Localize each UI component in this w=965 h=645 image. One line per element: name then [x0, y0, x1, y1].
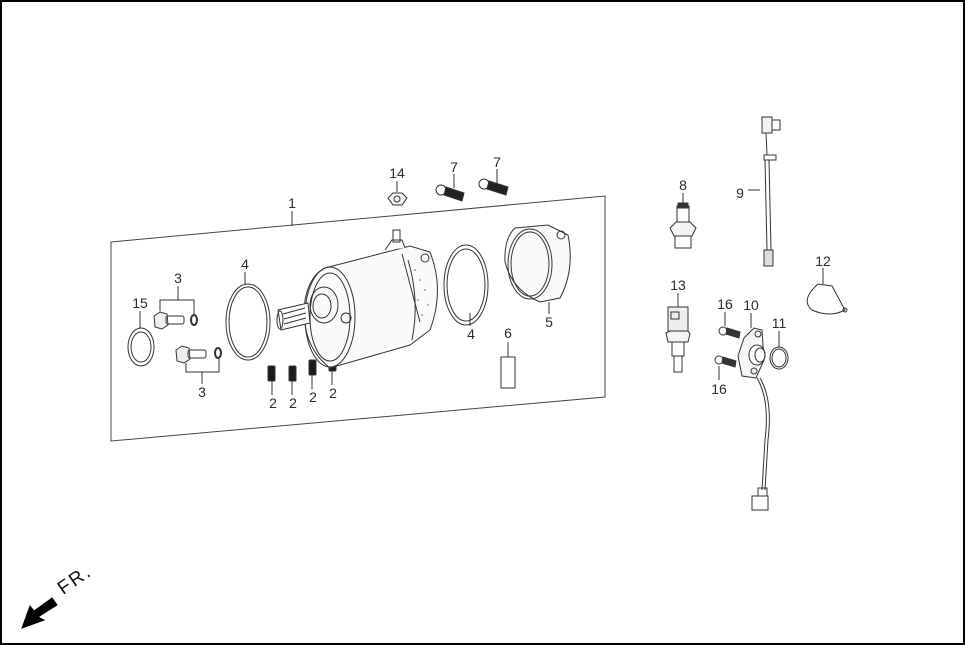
o-ring-part-4-left [225, 272, 271, 361]
front-arrow-icon [21, 597, 58, 629]
callout-label-part-2: 2 [329, 385, 337, 401]
callout-label-part-2: 2 [309, 389, 317, 405]
wire-clip-part-12 [806, 268, 848, 315]
pressure-switch-part-8 [669, 193, 697, 249]
callout-label-part-6: 6 [504, 325, 512, 341]
callout-label-part-16: 16 [711, 381, 727, 397]
callout-label-part-10: 10 [743, 297, 759, 313]
nut-part-14 [387, 181, 408, 206]
callout-label-part-11: 11 [771, 315, 787, 331]
callout-label-part-16: 16 [717, 296, 733, 312]
callout-label-part-2: 2 [289, 395, 297, 411]
callout-label-part-14: 14 [389, 165, 405, 181]
callout-label-part-9: 9 [736, 185, 744, 201]
bolt-part-16-lower [714, 355, 737, 380]
washer-part-15 [127, 311, 155, 367]
callout-label-part-2: 2 [269, 395, 277, 411]
bolt-part-3-lower [175, 345, 222, 384]
bolt-part-3-upper [153, 286, 198, 330]
o-ring-part-11 [769, 331, 789, 370]
part-6-block [500, 342, 516, 389]
callout-label-part-3: 3 [174, 270, 182, 286]
callout-label-part-15: 15 [132, 295, 148, 311]
callout-label-part-12: 12 [815, 253, 831, 269]
o-ring-part-4-right [443, 244, 489, 326]
speed-sensor-part-10 [737, 313, 770, 511]
callout-label-part-13: 13 [670, 277, 686, 293]
bolt-part-7-right [478, 169, 509, 196]
sensor-harness-part-9 [748, 116, 781, 267]
callout-label-part-4: 4 [241, 256, 249, 272]
temperature-sensor-part-13 [665, 293, 691, 373]
callout-label-part-4: 4 [467, 326, 475, 342]
assembly-outline [110, 195, 606, 442]
bolt-part-16-upper [718, 312, 741, 339]
callout-label-part-7: 7 [493, 154, 501, 170]
callout-label-part-1: 1 [288, 195, 296, 211]
callout-label-part-8: 8 [679, 177, 687, 193]
bolt-part-7-left [435, 174, 465, 202]
callout-label-part-7: 7 [450, 159, 458, 175]
starter-motor-part-1 [276, 229, 438, 369]
callout-label-part-3: 3 [198, 384, 206, 400]
callout-label-part-5: 5 [545, 314, 553, 330]
end-cover-part-5 [504, 224, 571, 314]
